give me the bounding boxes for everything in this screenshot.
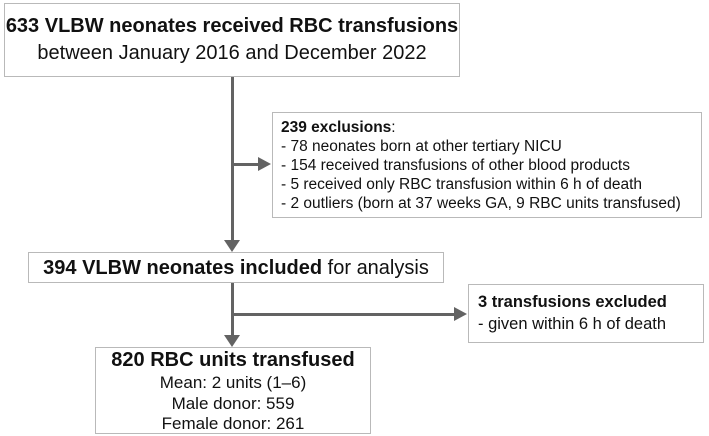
transfused-detail: Mean: 2 units (1–6) [159, 373, 307, 393]
arrowhead-right-icon [454, 306, 467, 321]
arrowhead-down-icon [224, 335, 240, 347]
box-excluded-transfusions: 3 transfusions excluded - given within 6… [468, 284, 704, 343]
transfused-title: 820 RBC units transfused [111, 349, 355, 372]
exclusion-item: - 78 neonates born at other tertiary NIC… [281, 138, 562, 155]
arrowhead-right-icon [258, 156, 271, 171]
enrolled-subtitle: between January 2016 and December 2022 [37, 42, 427, 64]
excluded-transfusions-title: 3 transfusions excluded [478, 293, 667, 311]
exclusion-item: - 5 received only RBC transfusion within… [281, 176, 642, 193]
arrowhead-down-icon [224, 240, 240, 252]
exclusions-title: 239 exclusions [281, 119, 392, 136]
transfused-detail: Male donor: 559 [171, 393, 295, 413]
enrolled-title: 633 VLBW neonates received RBC transfusi… [5, 15, 459, 37]
excluded-transfusions-item: - given within 6 h of death [478, 315, 667, 333]
connector-to-exclusions [233, 163, 259, 166]
exclusions-title-colon: : [391, 119, 396, 136]
connector-to-excluded-transfusions [233, 313, 455, 316]
box-exclusions: 239 exclusions: - 78 neonates born at ot… [272, 112, 702, 218]
included-title: 394 VLBW neonates included [43, 256, 323, 279]
transfused-detail: Female donor: 261 [161, 414, 305, 434]
included-title-suffix: for analysis [322, 256, 429, 279]
connector-top-to-included [231, 77, 234, 241]
exclusions-title-line: 239 exclusions: [281, 118, 693, 137]
included-title-line: 394 VLBW neonates included for analysis [43, 254, 429, 282]
exclusion-item: - 154 received transfusions of other blo… [281, 157, 630, 174]
box-transfused-units: 820 RBC units transfused Mean: 2 units (… [95, 347, 371, 434]
connector-included-to-transfused [231, 283, 234, 336]
exclusion-item: - 2 outliers (born at 37 weeks GA, 9 RBC… [281, 195, 681, 212]
box-enrolled-neonates: 633 VLBW neonates received RBC transfusi… [4, 3, 460, 77]
box-included-neonates: 394 VLBW neonates included for analysis [28, 252, 444, 283]
